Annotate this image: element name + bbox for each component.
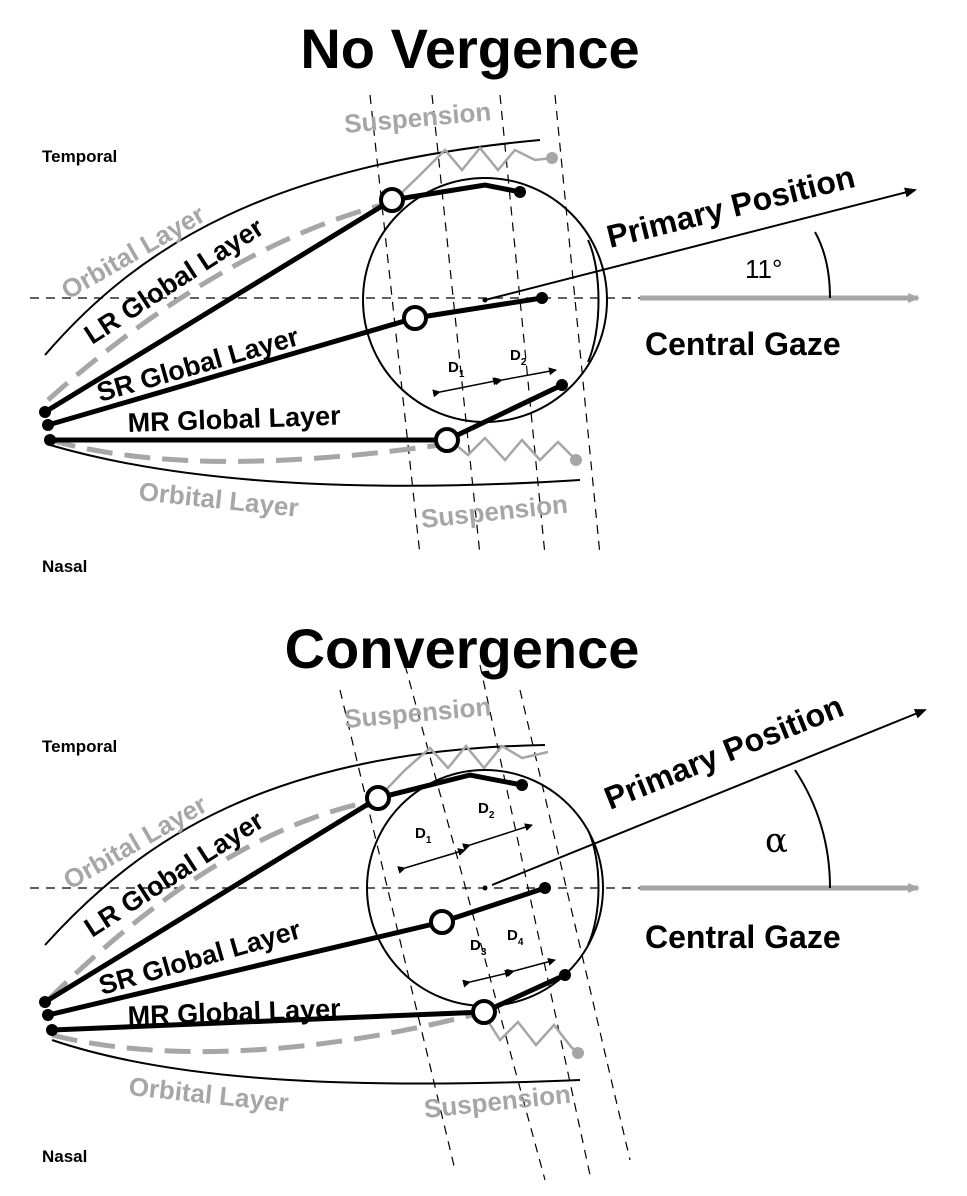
central-gaze-label: Central Gaze	[645, 919, 841, 955]
pulley-ring-sr	[429, 909, 455, 935]
suspension-top-zigzag	[391, 146, 553, 203]
origin-lr	[39, 406, 51, 418]
pulley-ring-mr	[434, 427, 460, 453]
d4-arrow	[506, 957, 556, 977]
insertion-sr	[539, 882, 551, 894]
d3-arrow	[462, 969, 513, 988]
mr-global-layer-label: MR Global Layer	[127, 994, 341, 1031]
cornea	[587, 829, 600, 946]
panel-no-vergence: No Vergence Temporal Nasal	[30, 17, 920, 576]
primary-position-arrow	[491, 709, 927, 886]
global-layer-paths	[42, 182, 565, 443]
d4-label: D4	[507, 927, 524, 948]
global-layer-paths	[42, 772, 568, 1033]
suspension-top-anchor	[546, 152, 558, 164]
nasal-label: Nasal	[42, 1147, 87, 1166]
d2-label: D2	[478, 800, 495, 821]
angle-arc	[814, 231, 831, 299]
d1-label: D1	[448, 359, 465, 380]
orbital-top-curve	[44, 744, 546, 946]
insertion-mr	[556, 379, 568, 391]
panel-title: No Vergence	[300, 17, 639, 80]
origin-sr	[42, 419, 54, 431]
pulley-ring-mr	[471, 999, 497, 1025]
panel-title: Convergence	[285, 617, 640, 680]
d2-arrow	[462, 823, 533, 851]
suspension-bottom-zigzag	[482, 1014, 581, 1054]
orbital-top-curve	[44, 139, 541, 356]
suspension-top-zigzag	[377, 744, 549, 799]
orbital-pulley-bottom	[51, 1009, 485, 1055]
angle-label: α	[765, 821, 788, 861]
pulley-ring-sr	[402, 305, 428, 331]
orbital-bottom-curve	[51, 1039, 581, 1085]
nasal-label: Nasal	[42, 557, 87, 576]
suspension-bottom-label: Suspension	[419, 489, 569, 534]
orbital-bottom-label: Orbital Layer	[137, 476, 300, 523]
cornea	[587, 239, 600, 363]
suspension-bottom-label: Suspension	[422, 1079, 572, 1124]
origin-sr	[42, 1009, 54, 1021]
globe-center	[482, 885, 488, 891]
d2-arrow	[494, 367, 557, 386]
insertion-lr	[514, 186, 526, 198]
d2-label: D2	[510, 347, 527, 368]
d1-arrow	[397, 848, 466, 874]
origin-mr	[46, 1024, 58, 1036]
central-gaze-label: Central Gaze	[645, 326, 841, 362]
suspension-top-label: Suspension	[343, 691, 492, 734]
insertion-mr	[559, 969, 571, 981]
insertion-sr	[536, 292, 548, 304]
suspension-bottom-zigzag	[449, 436, 577, 462]
panel-convergence: Convergence Temporal Nasal	[30, 617, 927, 1181]
pulley-ring-lr	[365, 785, 391, 811]
temporal-label: Temporal	[42, 737, 117, 756]
d1-arrow	[432, 377, 501, 398]
origin-mr	[44, 434, 56, 446]
orbital-pulley-bottom	[49, 437, 441, 464]
origin-lr	[39, 996, 51, 1008]
temporal-label: Temporal	[42, 147, 117, 166]
mr-global-layer-label: MR Global Layer	[127, 401, 341, 438]
angle-arc	[794, 769, 831, 889]
suspension-bottom-anchor	[570, 454, 582, 466]
angle-label: 11°	[745, 254, 782, 284]
sr-global-layer-label: SR Global Layer	[95, 914, 304, 1000]
orbital-pulley-top	[46, 797, 379, 1002]
suspension-top-label: Suspension	[343, 96, 492, 139]
insertion-lr	[516, 779, 528, 791]
pulley-ring-lr	[379, 187, 405, 213]
d1-label: D1	[415, 825, 432, 846]
primary-position-arrow	[484, 187, 917, 301]
suspension-bottom-anchor	[572, 1047, 584, 1059]
d3-label: D3	[470, 937, 487, 958]
orbital-bottom-curve	[49, 444, 581, 487]
orbital-pulley-top	[46, 200, 391, 402]
